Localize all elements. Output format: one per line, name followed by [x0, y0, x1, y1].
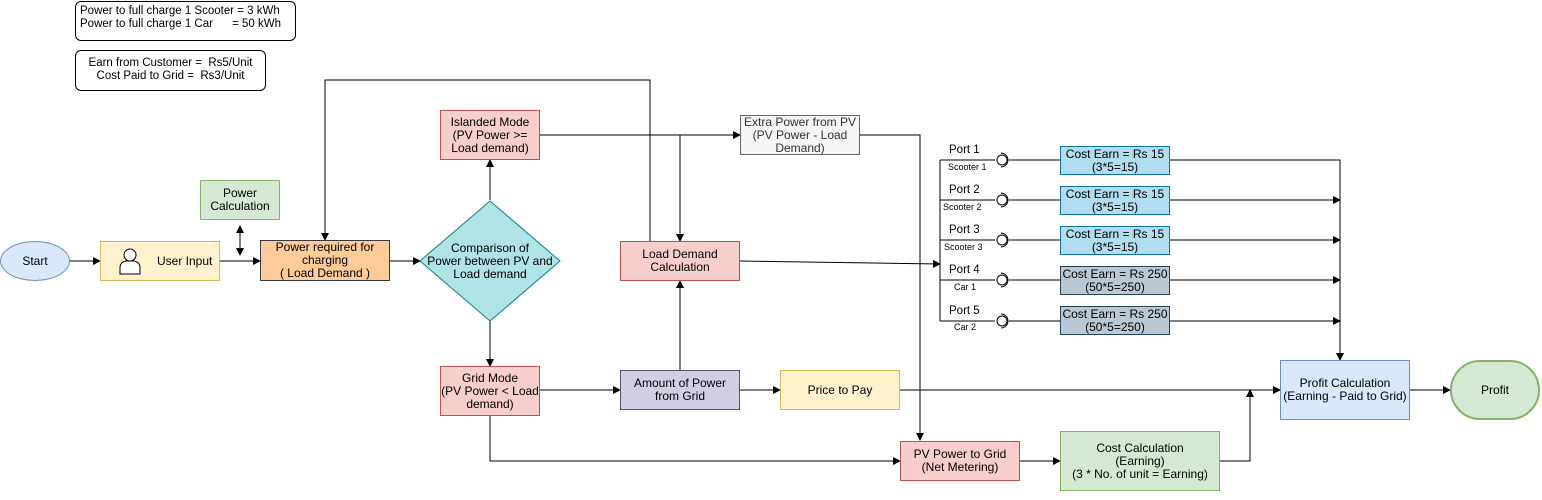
port-sub-label: Scooter 3 — [944, 242, 983, 252]
node-line: PV Power to Grid — [913, 447, 1007, 461]
node-line: Cost Earn = Rs 250 — [1062, 266, 1168, 281]
node-line: from Grid — [654, 389, 705, 403]
node-line: Calculation — [650, 260, 710, 274]
power-calculation-node[interactable]: Power Calculation — [200, 180, 280, 220]
port-sub-label: Scooter 2 — [943, 202, 982, 212]
port1-to-profit — [1170, 159, 1344, 361]
note-line: Cost Paid to Grid = Rs3/Unit — [96, 70, 245, 82]
node-line: Islanded Mode — [450, 114, 530, 129]
pv-to-grid-node[interactable]: PV Power to Grid (Net Metering) — [900, 441, 1020, 481]
node-line: (3*5=15) — [1091, 239, 1139, 254]
port-earn-box[interactable]: Cost Earn = Rs 15 (3*5=15) — [1060, 186, 1170, 215]
port-label: Port 3 — [949, 224, 980, 236]
comparison-diamond-shape — [419, 200, 561, 322]
profit-calculation-node[interactable]: Profit Calculation (Earning - Paid to Gr… — [1280, 360, 1410, 420]
comparison-decision[interactable]: Comparison of Power between PV and Load … — [420, 231, 560, 291]
cost-calculation-node[interactable]: Cost Calculation (Earning) (3 * No. of u… — [1060, 431, 1220, 491]
amount-from-grid-node[interactable]: Amount of Power from Grid — [620, 370, 740, 410]
port-earn-box[interactable]: Cost Earn = Rs 15 (3*5=15) — [1060, 146, 1170, 175]
edge-load-demand-ports — [739, 259, 941, 268]
node-line: Demand) — [775, 140, 825, 155]
node-line: Cost Earn = Rs 15 — [1065, 146, 1165, 161]
extra-power-pv-node[interactable]: Extra Power from PV (PV Power - Load Dem… — [740, 115, 860, 155]
port-label: Port 1 — [949, 144, 980, 156]
node-line: Load demand) — [451, 140, 529, 155]
edge-grid-pv-to-grid — [489, 414, 901, 465]
node-line: Cost Earn = Rs 15 — [1065, 226, 1165, 241]
start-label: Start — [22, 253, 48, 268]
user-icon — [119, 248, 141, 275]
note-line: Earn from Customer = Rs5/Unit — [88, 57, 253, 69]
profit-label: Profit — [1480, 382, 1509, 397]
node-line: (PV Power < Load — [441, 383, 539, 398]
port-earn-box[interactable]: Cost Earn = Rs 250 (50*5=250) — [1060, 266, 1170, 295]
port-sub-label: Car 2 — [954, 322, 977, 332]
node-line: Power between PV and — [427, 253, 553, 268]
edge-cost-profit — [1220, 389, 1254, 462]
node-line: (3*5=15) — [1091, 199, 1139, 214]
edge-load-demand-loop — [321, 79, 651, 241]
node-line: (PV Power - Load — [752, 127, 848, 142]
socket-icon — [996, 192, 1009, 208]
port-label: Port 4 — [949, 264, 980, 276]
price-to-pay-label: Price to Pay — [807, 382, 873, 397]
power-full-charge-note: Power to full charge 1 Scooter = 3 kWh P… — [75, 1, 296, 41]
port-label: Port 5 — [949, 305, 980, 317]
node-line: Power — [222, 186, 257, 200]
node-line: Cost Earn = Rs 250 — [1062, 306, 1168, 321]
port-label: Port 2 — [949, 184, 980, 196]
power-required-node[interactable]: Power required for charging ( Load Deman… — [260, 240, 390, 281]
node-line: (3 * No. of unit = Earning) — [1072, 466, 1208, 481]
node-line: Comparison of — [450, 240, 530, 255]
port-earn-box[interactable]: Cost Earn = Rs 15 (3*5=15) — [1060, 226, 1170, 255]
profit-node[interactable]: Profit — [1450, 360, 1540, 420]
start-node[interactable]: Start — [0, 241, 70, 281]
user-input-label: User Input — [157, 253, 213, 268]
edge-extra-pv-to-grid — [860, 134, 924, 441]
node-line: Power required for — [275, 240, 375, 254]
node-line: Cost Calculation — [1096, 440, 1184, 455]
socket-icon — [996, 272, 1009, 288]
socket-icon — [996, 232, 1009, 248]
port-sub-label: Scooter 1 — [948, 162, 987, 172]
node-line: charging — [301, 253, 349, 267]
node-line: (PV Power >= — [452, 127, 528, 142]
node-line: Cost Earn = Rs 15 — [1065, 186, 1165, 201]
socket-icon — [996, 313, 1009, 329]
node-line: Load Demand — [642, 247, 718, 261]
port-earn-box[interactable]: Cost Earn = Rs 250 (50*5=250) — [1060, 306, 1170, 335]
node-line: (50*5=250) — [1085, 319, 1145, 334]
node-line: Calculation — [210, 199, 270, 213]
note-line: Power to full charge 1 Car = 50 kWh — [80, 18, 282, 30]
node-line: Amount of Power — [633, 376, 727, 390]
node-line: Profit Calculation — [1299, 376, 1391, 390]
node-line: Extra Power from PV — [743, 114, 857, 129]
node-line: (50*5=250) — [1085, 279, 1145, 294]
price-to-pay-node[interactable]: Price to Pay — [780, 370, 900, 410]
node-line: (Earning - Paid to Grid) — [1283, 389, 1407, 403]
node-line: (Earning) — [1115, 453, 1165, 468]
user-input-node[interactable]: User Input — [100, 241, 220, 281]
node-line: (3*5=15) — [1091, 159, 1139, 174]
earn-cost-note: Earn from Customer = Rs5/Unit Cost Paid … — [75, 50, 266, 91]
islanded-mode-node[interactable]: Islanded Mode (PV Power >= Load demand) — [440, 110, 540, 160]
load-demand-calculation-node[interactable]: Load Demand Calculation — [620, 241, 740, 281]
note-line: Power to full charge 1 Scooter = 3 kWh — [80, 5, 280, 17]
grid-mode-node[interactable]: Grid Mode (PV Power < Load demand) — [440, 366, 540, 416]
socket-icon — [996, 152, 1009, 168]
node-line: Load demand — [453, 266, 527, 281]
node-line: Grid Mode — [461, 370, 519, 385]
node-line: (Net Metering) — [921, 460, 999, 474]
node-line: demand) — [466, 396, 514, 411]
node-line: ( Load Demand ) — [279, 266, 371, 280]
port-sub-label: Car 1 — [954, 282, 977, 292]
